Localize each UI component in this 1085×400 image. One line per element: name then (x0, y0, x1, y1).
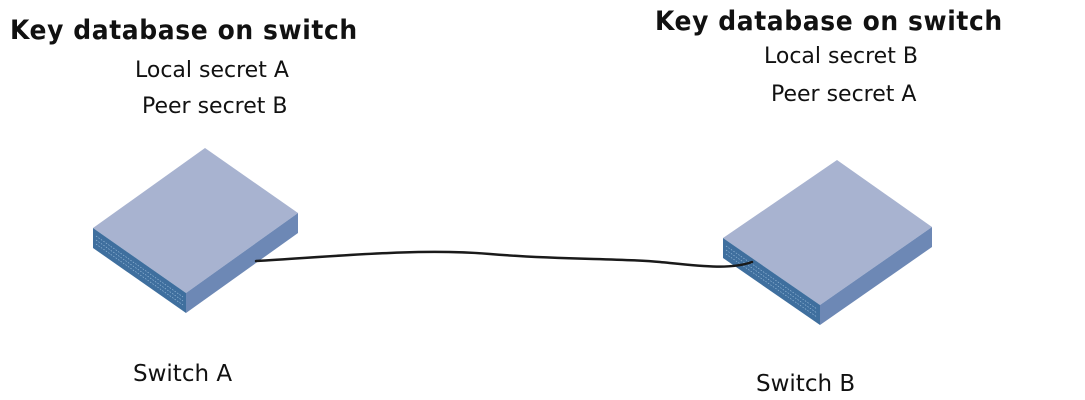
switch-a-key-database-heading: Key database on switch (10, 14, 358, 46)
switch-a-top-face (93, 148, 298, 293)
switch-b-top-face (723, 160, 932, 305)
switch-a-label: Switch A (133, 361, 233, 387)
switch-b-device (723, 160, 932, 325)
switch-b-side-face (820, 227, 932, 325)
switch-a-front-face (93, 228, 186, 313)
switch-a-device (93, 148, 298, 313)
switch-b-local-secret: Local secret B (764, 44, 918, 69)
switch-a-side-face (186, 213, 298, 313)
switch-b-key-database-heading: Key database on switch (655, 5, 1003, 37)
switch-a-peer-secret: Peer secret B (142, 94, 288, 119)
switch-b-peer-secret: Peer secret A (771, 82, 917, 107)
connecting-cable (254, 250, 754, 268)
switch-a-local-secret: Local secret A (135, 58, 289, 83)
switch-b-label: Switch B (756, 371, 856, 397)
